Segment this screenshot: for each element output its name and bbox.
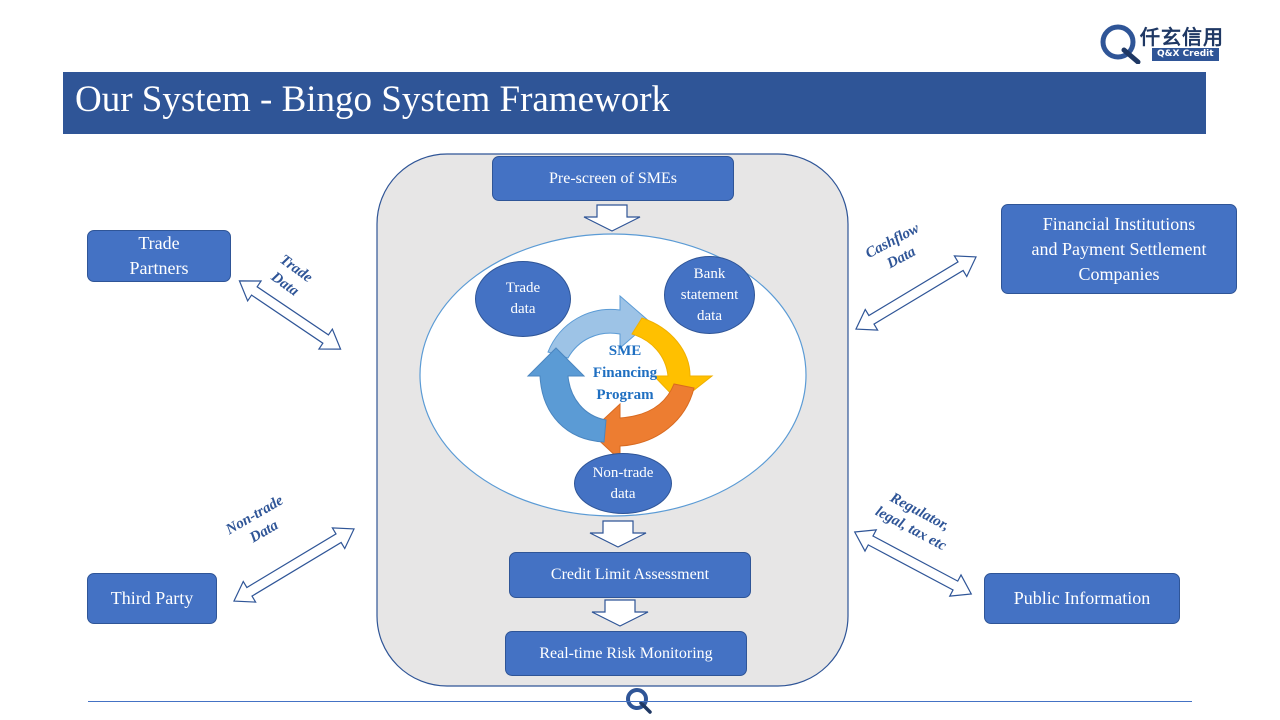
page-title: Our System - Bingo System Framework: [75, 79, 671, 120]
public-information-box: Public Information: [984, 573, 1180, 624]
nontrade-data-circle: Non-trade data: [574, 453, 672, 514]
double-arrow-trade: [238, 280, 342, 350]
sme-program-line2: Financing: [592, 365, 658, 381]
nontrade-data-line1: Non-trade: [592, 464, 654, 481]
sme-program-line3: Program: [596, 387, 654, 403]
third-party-label: Third Party: [110, 588, 194, 608]
financial-institutions-line3: Companies: [1078, 263, 1160, 284]
bank-data-line3: data: [697, 307, 722, 324]
double-arrow-cashflow: [855, 255, 977, 331]
credit-limit-label: Credit Limit Assessment: [550, 566, 710, 583]
public-information-label: Public Information: [1013, 588, 1151, 608]
trade-partners-line2: Partners: [129, 258, 189, 278]
prescreen-box: Pre-screen of SMEs: [492, 156, 734, 201]
qx-credit-logo: [1100, 24, 1141, 64]
cycle-arrow-left: [526, 347, 607, 443]
trade-partners-line1: Trade: [138, 233, 180, 253]
risk-monitoring-label: Real-time Risk Monitoring: [539, 644, 713, 662]
title-bar: [63, 72, 1206, 134]
cycle-arrows: [526, 294, 714, 462]
risk-monitoring-box: Real-time Risk Monitoring: [505, 631, 747, 676]
bank-data-line1: Bank: [693, 265, 726, 282]
down-arrow-3: [591, 599, 649, 627]
trade-data-line1: Trade: [505, 280, 541, 296]
prescreen-label: Pre-screen of SMEs: [549, 169, 677, 187]
third-party-box: Third Party: [87, 573, 217, 624]
trade-data-line2: data: [510, 301, 536, 317]
sme-program-line1: SME: [608, 343, 642, 359]
trade-partners-box: Trade Partners: [87, 230, 231, 282]
financial-institutions-line2: and Payment Settlement: [1031, 238, 1207, 259]
down-arrow-2: [589, 520, 647, 548]
nontrade-data-line2: data: [610, 485, 636, 502]
cycle-arrow-right: [631, 317, 714, 403]
bank-data-circle: Bank statement data: [664, 256, 755, 334]
logo-english-text: Q&X Credit: [1152, 48, 1219, 61]
double-arrow-nontrade: [233, 527, 355, 603]
financial-institutions-line1: Financial Institutions: [1042, 213, 1196, 234]
trade-data-circle: Trade data: [475, 261, 571, 337]
double-arrow-regulator: [853, 529, 973, 597]
cycle-arrow-bottom: [589, 383, 695, 462]
down-arrow-1: [583, 204, 641, 232]
footer-line: [88, 701, 1192, 702]
sme-program-label: SME Financing Program: [570, 340, 680, 406]
financial-institutions-box: Financial Institutions and Payment Settl…: [1001, 204, 1237, 294]
logo-chinese-text: 仟玄信用: [1140, 25, 1224, 49]
credit-limit-box: Credit Limit Assessment: [509, 552, 751, 598]
bank-data-line2: statement: [680, 286, 739, 303]
